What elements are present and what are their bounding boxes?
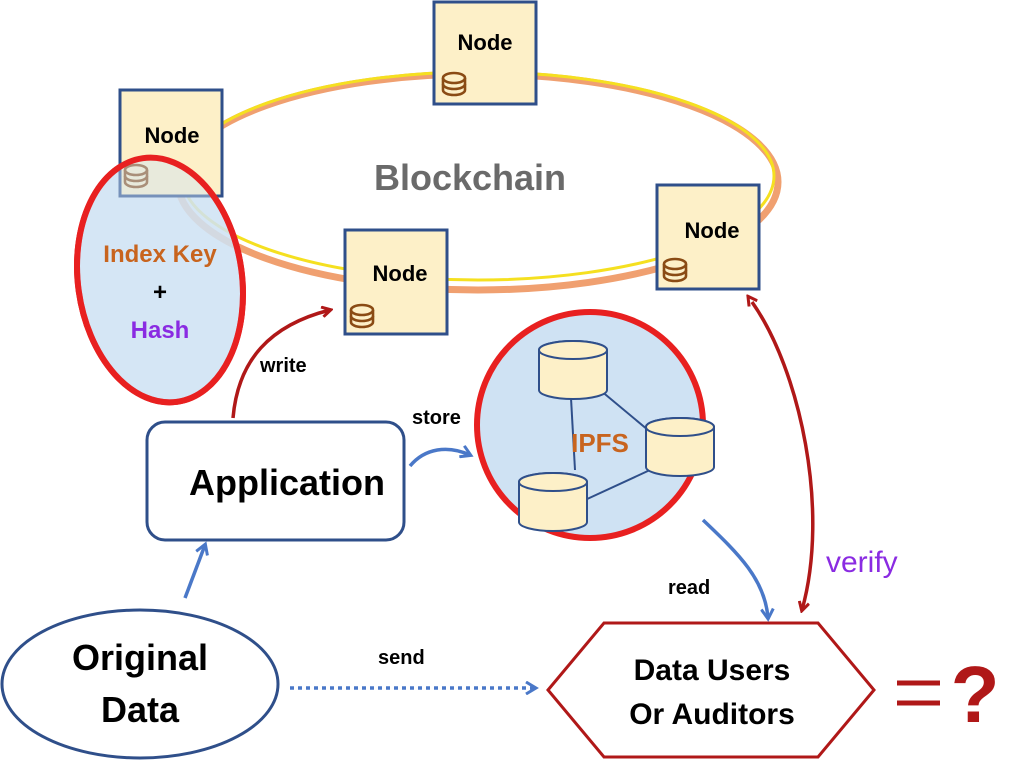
- blockchain-label: Blockchain: [374, 157, 566, 198]
- question-mark: ?: [951, 650, 1000, 739]
- original-data-ellipse: Original Data: [0, 608, 280, 760]
- data-users-hexagon: Data Users Or Auditors: [546, 621, 876, 759]
- write-arrow: [231, 310, 330, 419]
- data-users-line2: Or Auditors: [629, 698, 795, 731]
- read-arrow: [701, 518, 768, 618]
- hash-label: Hash: [131, 317, 190, 344]
- verify-label: verify: [826, 546, 898, 579]
- verify-arrow: [752, 302, 815, 610]
- node-label: Node: [145, 123, 200, 148]
- blockchain-node-2: Node: [432, 0, 538, 106]
- data-users-line1: Data Users: [634, 654, 791, 687]
- equals-sign: [897, 680, 940, 706]
- send-label: send: [378, 647, 425, 669]
- node-label: Node: [685, 218, 740, 243]
- ipfs-store-icon: [538, 340, 608, 400]
- store-label: store: [412, 407, 461, 429]
- index-key-label: Index Key: [103, 241, 217, 268]
- index-hash-bubble-border: [74, 154, 246, 406]
- original-data-line1: Original: [72, 637, 208, 678]
- original-data-line2: Data: [101, 689, 180, 730]
- plus-label: +: [153, 279, 167, 306]
- original-to-application-arrow: [183, 545, 205, 599]
- store-arrow: [408, 449, 470, 468]
- write-label: write: [259, 355, 307, 377]
- ipfs-store-icon: [518, 472, 588, 532]
- ipfs-store-icon: [645, 417, 715, 477]
- node-label: Node: [458, 30, 513, 55]
- node-label: Node: [373, 261, 428, 286]
- blockchain-node-4: Node: [343, 228, 449, 336]
- read-label: read: [668, 577, 710, 599]
- blockchain-node-3: Node: [655, 183, 761, 291]
- ipfs-label: IPFS: [571, 428, 629, 458]
- application-label: Application: [189, 462, 385, 503]
- ipfs-cluster: [474, 309, 715, 541]
- blockchain-node-1: Node: [118, 88, 224, 198]
- application-box: Application: [145, 420, 406, 542]
